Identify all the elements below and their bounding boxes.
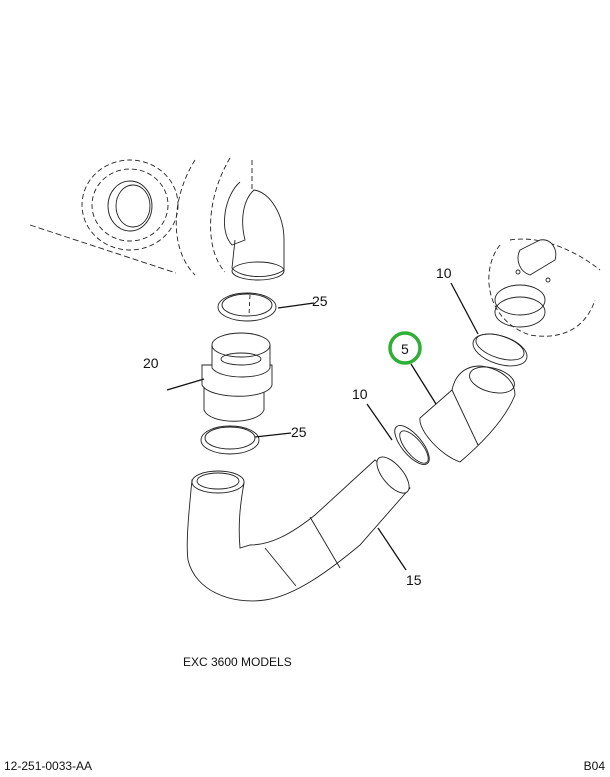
intake-housing-outline [488, 238, 601, 337]
sheet-code: B04 [583, 759, 605, 773]
model-note: EXC 3600 MODELS [183, 655, 292, 669]
callout-10-lower[interactable]: 10 [352, 386, 368, 402]
leader-25-lower [254, 432, 292, 438]
drawing-number: 12-251-0033-AA [4, 759, 93, 773]
ring-10-lower[interactable] [389, 420, 435, 470]
leader-5 [410, 363, 437, 405]
coupler-20[interactable] [201, 332, 273, 422]
hose-5[interactable] [419, 362, 517, 463]
leader-10-lower [366, 403, 393, 441]
callout-20[interactable]: 20 [143, 355, 159, 371]
callout-25-upper[interactable]: 25 [312, 293, 328, 309]
turbocharger-outline [29, 157, 285, 281]
callout-25-lower[interactable]: 25 [291, 424, 307, 440]
leader-15 [377, 527, 407, 571]
ring-25-upper[interactable] [217, 292, 277, 322]
leader-20 [166, 378, 205, 391]
leader-10-upper [450, 282, 479, 335]
ring-25-lower[interactable] [200, 425, 260, 455]
leader-25-upper [277, 302, 315, 309]
highlight-circle [388, 331, 422, 365]
pipe-15[interactable] [186, 452, 415, 602]
callout-15[interactable]: 15 [406, 572, 422, 588]
callout-5[interactable]: 5 [401, 341, 409, 357]
ring-10-upper[interactable] [469, 328, 531, 372]
callout-10-upper[interactable]: 10 [436, 265, 452, 281]
